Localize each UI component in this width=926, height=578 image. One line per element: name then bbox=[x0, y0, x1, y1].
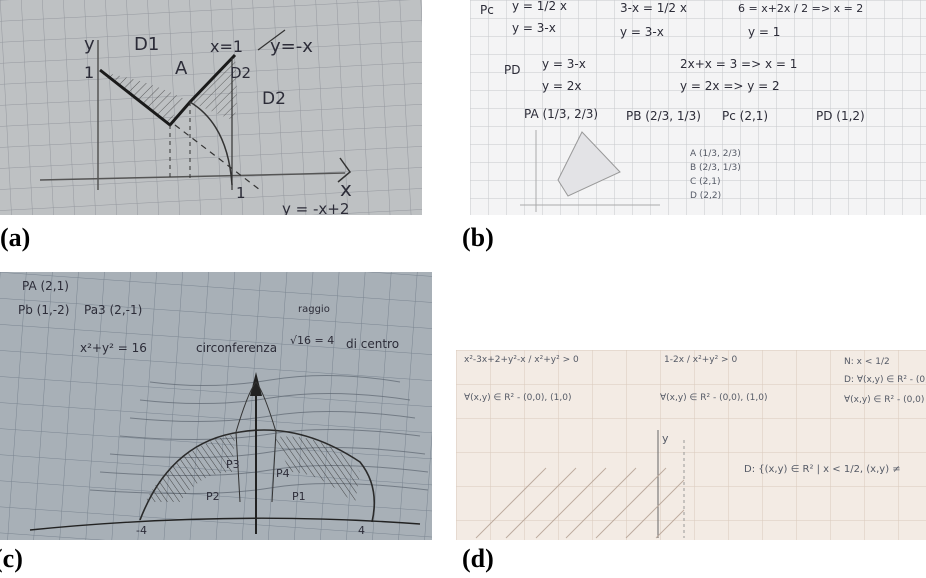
panel-b-photo: Pc y = 1/2 x y = 3-x 3-x = 1/2 x y = 3-x… bbox=[470, 0, 926, 215]
label-p1: P1 bbox=[292, 490, 306, 503]
label-line-eq: y = -x+2 bbox=[282, 200, 349, 215]
point-a-coords: A (1/3, 2/3) bbox=[690, 149, 741, 159]
label-x1: 1 bbox=[236, 184, 246, 202]
label-x-eq-1: x=1 bbox=[210, 37, 243, 56]
pc-eq-1: y = 1/2 x bbox=[512, 0, 567, 13]
circle-word: circonferenza bbox=[196, 341, 277, 355]
pa-point: PA (1/3, 2/3) bbox=[524, 107, 598, 121]
radius-word: raggio bbox=[298, 304, 330, 315]
circle-eq: x²+y² = 16 bbox=[80, 341, 147, 355]
pc-eq-2: y = 3-x bbox=[512, 21, 556, 35]
label-y1: 1 bbox=[84, 63, 94, 82]
label-d2-right: D2 bbox=[262, 89, 286, 109]
point-d-coords: D (2,2) bbox=[690, 191, 721, 201]
label-y-axis: y bbox=[84, 34, 95, 55]
pd-eq-1: y = 3-x bbox=[542, 57, 586, 71]
panel-label-a: (a) bbox=[0, 223, 31, 252]
panel-d-photo: x²-3x+2+y²-x / x²+y² > 0 ∀(x,y) ∈ R² - (… bbox=[456, 350, 926, 540]
cond-d: D: ∀(x,y) ∈ R² - (0,0) bbox=[844, 375, 926, 385]
cond-all: ∀(x,y) ∈ R² - (0,0) bbox=[844, 395, 924, 405]
pc-eq-6: y = 1 bbox=[748, 25, 780, 39]
points-line-2: Pb (1,-2) bbox=[18, 303, 69, 317]
domain-set: D: {(x,y) ∈ R² | x < 1/2, (x,y) ≠ bbox=[744, 464, 901, 475]
label-p3: P3 bbox=[226, 458, 240, 471]
pc-eq-4: y = 3-x bbox=[620, 25, 664, 39]
panel-label-c: (c) bbox=[0, 544, 23, 573]
panel-c-photo: PA (2,1) Pb (1,-2) Pa3 (2,-1) x²+y² = 16… bbox=[0, 272, 432, 540]
label-p2: P2 bbox=[206, 490, 220, 503]
x-axis bbox=[39, 172, 346, 181]
pd-eq-3: 2x+x = 3 => x = 1 bbox=[680, 57, 797, 71]
pd-eq-2: y = 2x bbox=[542, 79, 582, 93]
label-d1: D1 bbox=[134, 34, 159, 55]
panel-a-photo: D1 D2 x=1 y=-x D2 A 1 1 y x y = -x+2 bbox=[0, 0, 422, 215]
axis-y-label: y bbox=[662, 432, 669, 445]
label-d2-inner: D2 bbox=[230, 64, 251, 82]
point-b-coords: B (2/3, 1/3) bbox=[690, 163, 741, 173]
quadrilateral bbox=[557, 131, 621, 197]
label-a: A bbox=[175, 58, 188, 79]
panel-label-b: (b) bbox=[462, 223, 494, 252]
panel-b-sketch: Pc y = 1/2 x y = 3-x 3-x = 1/2 x y = 3-x… bbox=[470, 0, 926, 215]
label-x-axis: x bbox=[340, 177, 352, 201]
label-p4: P4 bbox=[276, 467, 290, 480]
label-minus-4: -4 bbox=[136, 524, 147, 537]
pd-eq-4: y = 2x => y = 2 bbox=[680, 79, 780, 93]
ineq-2: 1-2x / x²+y² > 0 bbox=[664, 355, 737, 365]
pd-label: PD bbox=[504, 63, 520, 77]
cond-n: N: x < 1/2 bbox=[844, 357, 890, 367]
point-c-coords: C (2,1) bbox=[690, 177, 720, 187]
domain-2: ∀(x,y) ∈ R² - (0,0), (1,0) bbox=[660, 393, 767, 403]
pc-eq-5: 6 = x+2x / 2 => x = 2 bbox=[738, 2, 863, 15]
pb-point: PB (2/3, 1/3) bbox=[626, 109, 701, 123]
pc-eq-3: 3-x = 1/2 x bbox=[620, 1, 687, 15]
radius-value: √16 = 4 bbox=[290, 334, 334, 347]
domain-1: ∀(x,y) ∈ R² - (0,0), (1,0) bbox=[464, 393, 571, 403]
panel-a-sketch: D1 D2 x=1 y=-x D2 A 1 1 y x y = -x+2 bbox=[0, 0, 422, 215]
ineq-1: x²-3x+2+y²-x / x²+y² > 0 bbox=[464, 355, 579, 365]
pc-label: Pc bbox=[480, 3, 494, 17]
panel-label-d: (d) bbox=[462, 544, 494, 573]
panel-c-sketch: PA (2,1) Pb (1,-2) Pa3 (2,-1) x²+y² = 16… bbox=[0, 272, 432, 540]
center-word: di centro bbox=[346, 337, 399, 351]
pc-point: Pc (2,1) bbox=[722, 109, 768, 123]
pd-point: PD (1,2) bbox=[816, 109, 865, 123]
panel-d-sketch: x²-3x+2+y²-x / x²+y² > 0 ∀(x,y) ∈ R² - (… bbox=[456, 350, 926, 540]
label-plus-4: 4 bbox=[358, 524, 365, 537]
points-line-3: Pa3 (2,-1) bbox=[84, 303, 142, 317]
points-line-1: PA (2,1) bbox=[22, 279, 69, 293]
label-y-eq-minus-x: y=-x bbox=[270, 36, 313, 57]
